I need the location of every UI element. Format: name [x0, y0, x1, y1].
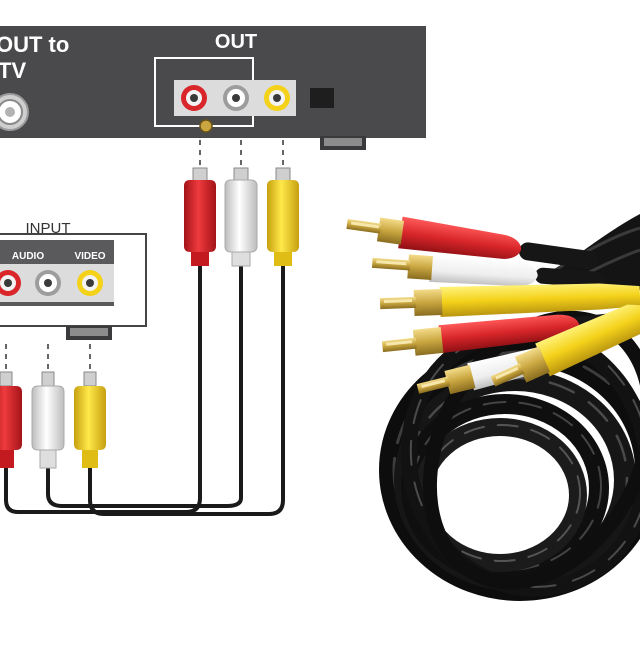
video-label: VIDEO — [74, 251, 105, 262]
top-plug-white — [224, 167, 258, 267]
audio-label: AUDIO — [12, 251, 44, 262]
input-jack-white — [35, 270, 61, 296]
top-plug-yellow — [267, 167, 299, 266]
ground-screw-icon — [199, 119, 213, 133]
photo-plug-yellow-2 — [490, 304, 640, 387]
out-label: OUT — [215, 31, 257, 53]
photo-plug-yellow-1 — [379, 283, 640, 318]
target-device: INPUT AUDIO VIDEO — [0, 220, 147, 340]
photo-plug-white-1 — [371, 253, 605, 288]
out-jack-red — [181, 85, 207, 111]
out-jack-yellow — [264, 85, 290, 111]
panel-indicator — [310, 88, 334, 108]
rf-coax-jack — [0, 93, 29, 131]
input-jack-yellow — [77, 270, 103, 296]
top-plug-red — [184, 167, 216, 266]
source-device: OUT to TV OUT — [0, 26, 426, 150]
coiled-cable-photo — [346, 214, 640, 601]
out-to-label: OUT to — [0, 32, 69, 57]
diagram-cable-wires — [4, 262, 285, 516]
source-guide-lines — [199, 140, 284, 172]
photo-plug-red-1 — [346, 216, 599, 270]
out-jack-white — [223, 85, 249, 111]
bottom-plug-white — [31, 371, 65, 469]
input-label: INPUT — [26, 220, 71, 237]
bottom-plug-red — [0, 371, 22, 468]
bottom-plug-yellow — [74, 371, 106, 468]
input-jack-red — [0, 270, 21, 296]
target-guide-lines — [5, 344, 91, 372]
tv-label: TV — [0, 58, 26, 83]
